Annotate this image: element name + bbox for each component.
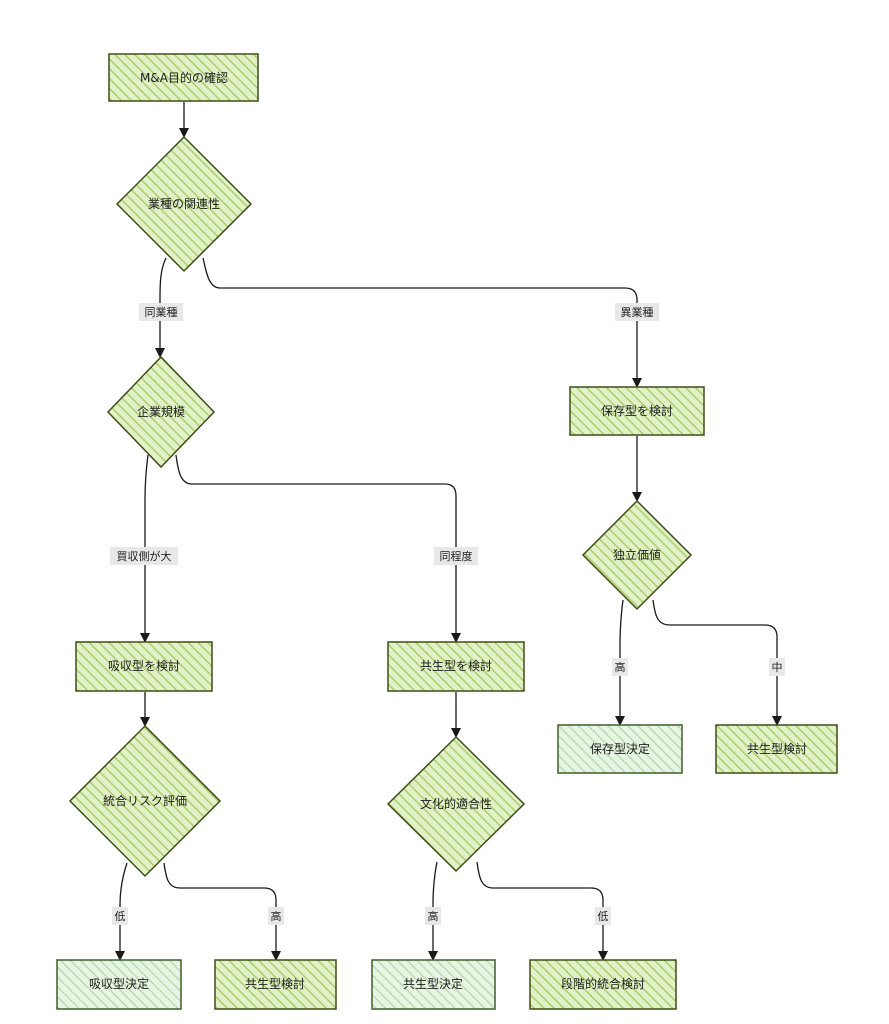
svg-text:高: 高 — [428, 909, 439, 923]
node-integration-risk-decision[interactable]: 統合リスク評価 — [68, 724, 222, 878]
edge-independent-to-preserve-decided — [615, 599, 625, 726]
svg-text:M&A目的の確認: M&A目的の確認 — [140, 70, 228, 85]
node-independent-decision[interactable]: 独立価値 — [581, 499, 693, 611]
node-symbiosis-consider[interactable]: 共生型を検討 — [387, 641, 525, 692]
edge-label-different-industry: 異業種 — [615, 303, 659, 321]
edge-labels: 同業種 異業種 買収側が大 同程度 高 中 低 高 — [110, 303, 785, 925]
svg-text:共生型検討: 共生型検討 — [245, 976, 305, 991]
svg-text:低: 低 — [598, 910, 609, 923]
edge-risk-to-symbiosis-left — [163, 862, 281, 961]
edge-industry-to-preserve — [202, 257, 642, 388]
svg-text:独立価値: 独立価値 — [613, 547, 661, 562]
node-symbiosis-review-right[interactable]: 共生型検討 — [715, 724, 838, 774]
edge-industry-to-size — [155, 257, 167, 358]
svg-text:高: 高 — [271, 909, 282, 923]
edge-label-risk-low: 低 — [112, 907, 128, 925]
node-industry-decision[interactable]: 業種の関連性 — [115, 135, 253, 273]
node-start[interactable]: M&A目的の確認 — [108, 53, 259, 102]
svg-text:吸収型を検討: 吸収型を検討 — [108, 658, 180, 673]
svg-text:共生型検討: 共生型検討 — [747, 741, 807, 756]
svg-text:段階的統合検討: 段階的統合検討 — [561, 976, 645, 991]
edge-label-buyer-larger: 買収側が大 — [110, 547, 178, 565]
svg-text:異業種: 異業種 — [621, 305, 654, 319]
edge-size-to-absorb — [140, 454, 150, 643]
nodes: M&A目的の確認 業種の関連性 企業規模 保存型を検討 独立価値 吸収型を検討 — [56, 53, 838, 1010]
edge-label-independent-high: 高 — [612, 658, 628, 676]
svg-text:同程度: 同程度 — [440, 549, 473, 563]
svg-text:高: 高 — [615, 660, 626, 674]
edges — [115, 102, 782, 961]
svg-text:中: 中 — [772, 661, 783, 674]
svg-text:保存型を検討: 保存型を検討 — [601, 403, 673, 418]
node-phased-integration[interactable]: 段階的統合検討 — [529, 959, 677, 1010]
svg-text:同業種: 同業種 — [145, 305, 178, 319]
node-symbiosis-decided[interactable]: 共生型決定 — [371, 959, 496, 1010]
edge-risk-to-absorb-decided — [115, 862, 128, 961]
svg-text:企業規模: 企業規模 — [137, 404, 185, 419]
svg-text:共生型決定: 共生型決定 — [403, 976, 463, 991]
node-preserve-decided[interactable]: 保存型決定 — [557, 724, 683, 774]
svg-text:吸収型決定: 吸収型決定 — [89, 976, 149, 991]
edge-label-independent-mid: 中 — [769, 658, 785, 676]
edge-size-to-symbiosis — [175, 454, 461, 643]
node-absorb-consider[interactable]: 吸収型を検討 — [75, 641, 213, 692]
edge-label-fit-low: 低 — [595, 907, 611, 925]
edge-label-fit-high: 高 — [425, 907, 441, 925]
edge-label-similar-size: 同程度 — [434, 547, 478, 565]
node-absorb-decided[interactable]: 吸収型決定 — [56, 959, 182, 1010]
node-cultural-fit-decision[interactable]: 文化的適合性 — [386, 735, 526, 873]
svg-text:業種の関連性: 業種の関連性 — [148, 197, 220, 211]
svg-text:共生型を検討: 共生型を検討 — [420, 658, 492, 673]
svg-text:買収側が大: 買収側が大 — [117, 549, 172, 563]
svg-text:保存型決定: 保存型決定 — [590, 741, 650, 756]
node-size-decision[interactable]: 企業規模 — [106, 355, 216, 469]
edge-independent-to-symbiosis-right — [652, 599, 782, 726]
edge-fit-to-phased — [476, 861, 608, 961]
svg-text:低: 低 — [115, 910, 126, 923]
svg-text:統合リスク評価: 統合リスク評価 — [103, 793, 187, 808]
edge-label-same-industry: 同業種 — [139, 303, 183, 321]
node-preserve-consider[interactable]: 保存型を検討 — [569, 386, 705, 436]
svg-text:文化的適合性: 文化的適合性 — [420, 796, 492, 811]
edge-fit-to-symbiosis-decided — [428, 861, 438, 961]
edge-label-risk-high: 高 — [268, 907, 284, 925]
node-symbiosis-review-left[interactable]: 共生型検討 — [214, 959, 337, 1010]
